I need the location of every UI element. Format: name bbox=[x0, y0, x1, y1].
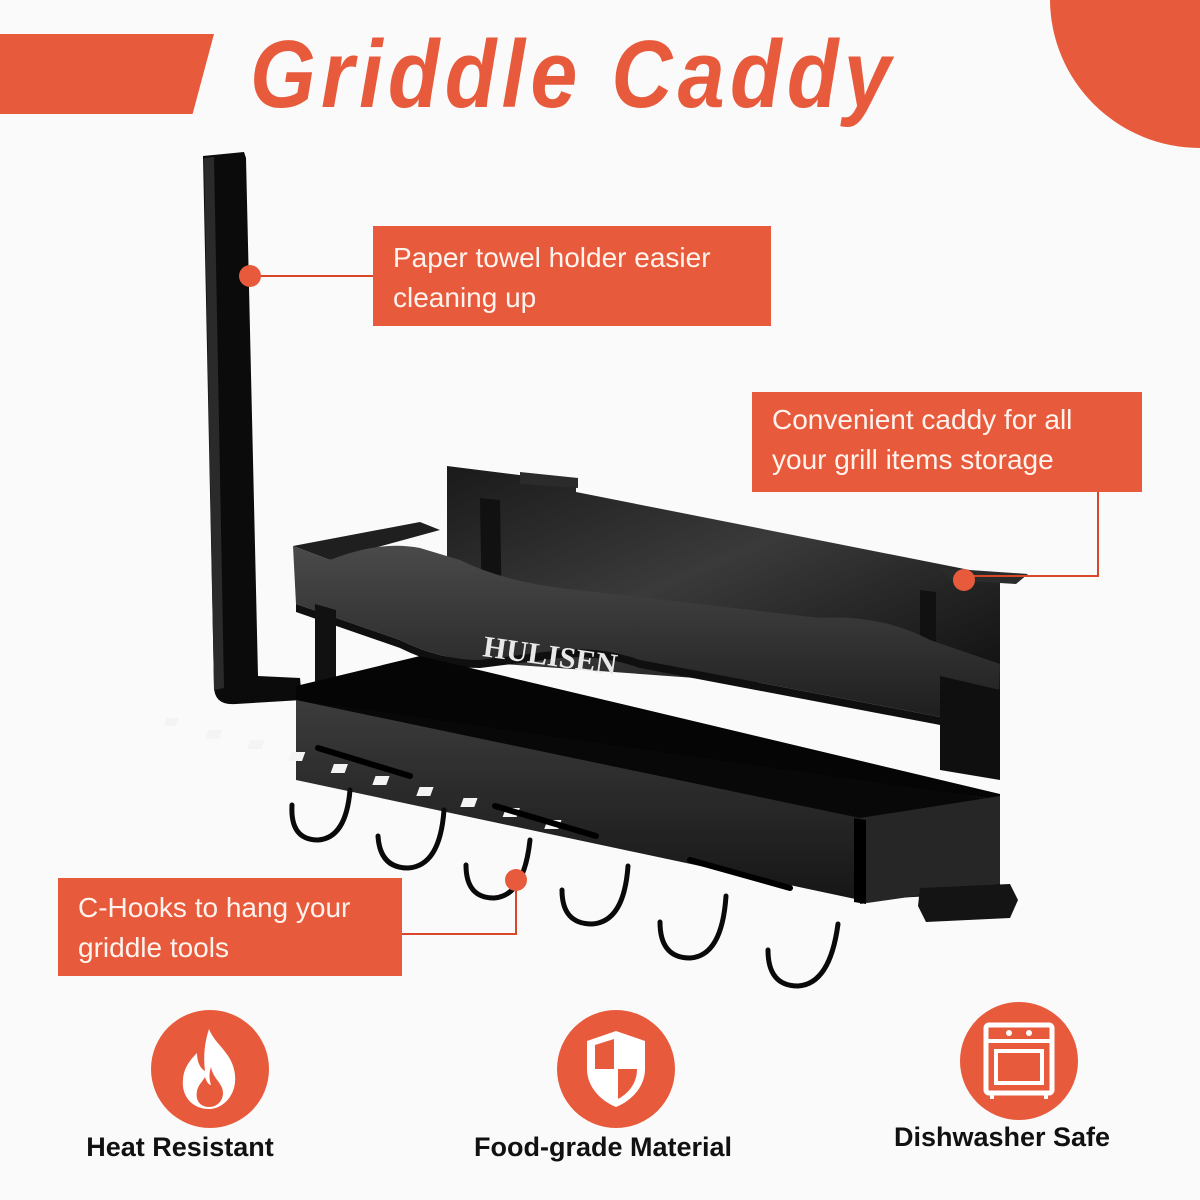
c-hooks bbox=[289, 787, 841, 989]
callout-dots bbox=[239, 265, 975, 891]
feature-label: Dishwasher Safe bbox=[893, 1122, 1111, 1152]
flame-icon bbox=[151, 1010, 269, 1128]
paper-towel-arm bbox=[203, 152, 302, 705]
callout-connectors bbox=[250, 275, 1099, 935]
feature-heat-resistant: Heat Resistant bbox=[30, 1010, 330, 1180]
lower-basket bbox=[163, 656, 1018, 922]
callout-line: your grill items storage bbox=[772, 444, 1054, 475]
callout-line: cleaning up bbox=[393, 282, 537, 313]
page-title: Griddle Caddy bbox=[250, 21, 897, 128]
feature-label: Food-grade Material bbox=[473, 1132, 733, 1162]
callout-c-hooks: C-Hooks to hang your griddle tools bbox=[58, 878, 402, 976]
shield-icon bbox=[557, 1010, 675, 1128]
callout-line: griddle tools bbox=[78, 932, 229, 963]
callout-caddy-storage: Convenient caddy for all your grill item… bbox=[752, 392, 1142, 492]
feature-food-grade: Food-grade Material bbox=[453, 1010, 753, 1180]
callout-line: C-Hooks to hang your bbox=[78, 892, 351, 923]
callout-line: Paper towel holder easier bbox=[393, 242, 711, 273]
oven-icon bbox=[960, 1002, 1078, 1120]
upper-shelf bbox=[293, 522, 1000, 780]
feature-dishwasher-safe: Dishwasher Safe bbox=[852, 1002, 1152, 1180]
callout-paper-towel: Paper towel holder easier cleaning up bbox=[373, 226, 771, 326]
callout-line: Convenient caddy for all bbox=[772, 404, 1073, 435]
header-accent-bar bbox=[0, 34, 214, 114]
feature-label: Heat Resistant bbox=[86, 1132, 274, 1162]
